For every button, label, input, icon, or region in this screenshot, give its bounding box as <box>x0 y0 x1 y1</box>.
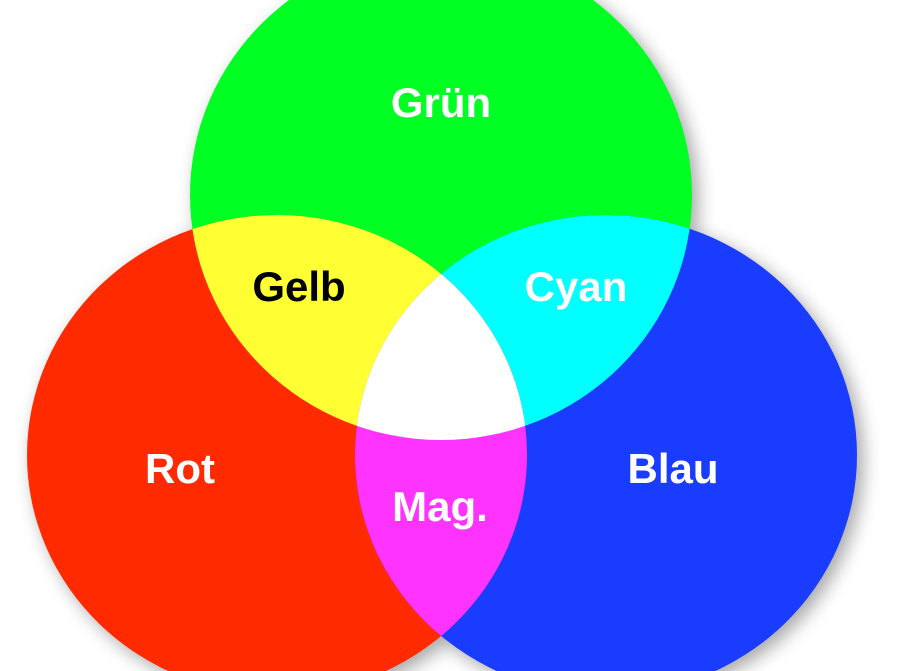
label-magenta: Mag. <box>392 483 488 530</box>
label-yellow: Gelb <box>252 263 345 310</box>
label-green: Grün <box>391 79 491 126</box>
label-red: Rot <box>145 445 215 492</box>
label-blue: Blau <box>627 445 718 492</box>
white-region <box>355 215 527 440</box>
label-cyan: Cyan <box>525 263 628 310</box>
